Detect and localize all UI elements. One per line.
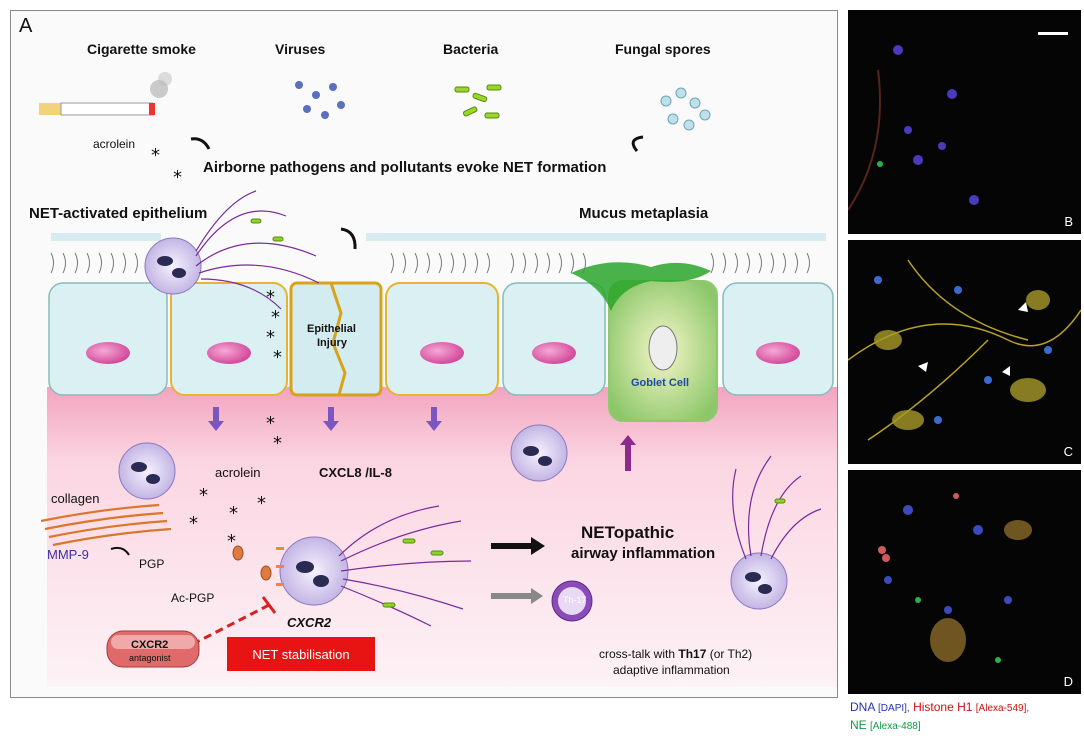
- svg-text:*: *: [266, 327, 275, 348]
- crosstalk-text-b: Th17: [678, 647, 707, 661]
- panel-label-a: A: [19, 15, 33, 37]
- label-netopathic-2: airway inflammation: [571, 545, 716, 562]
- micrograph-c: C: [848, 240, 1081, 464]
- stain-legend-line-2: NE [Alexa-488]: [850, 718, 921, 732]
- label-cxcr2-antagonist-name: CXCR2: [131, 639, 169, 651]
- secretion-arrows: [208, 407, 442, 431]
- label-net-activated-epithelium: NET-activated epithelium: [29, 205, 208, 222]
- epithelial-cells: [48, 262, 834, 422]
- label-epithelial-injury-2: Injury: [317, 337, 347, 349]
- svg-text:*: *: [189, 513, 198, 534]
- label-crosstalk-2: adaptive inflammation: [613, 663, 730, 677]
- stain-legend-line-1: DNA [DAPI], Histone H1 [Alexa-549],: [850, 700, 1029, 714]
- label-acrolein-top: acrolein: [93, 137, 136, 151]
- label-ac-pgp: Ac-PGP: [171, 591, 215, 605]
- svg-text:*: *: [273, 347, 282, 368]
- legend-dna: DNA: [850, 700, 875, 714]
- svg-text:*: *: [266, 413, 275, 434]
- label-net-stabilisation: NET stabilisation: [252, 646, 350, 662]
- label-netopathic-1: NETopathic: [581, 523, 675, 542]
- net-fibres: [195, 190, 822, 627]
- label-acrolein-mid: acrolein: [215, 465, 261, 480]
- virus-icons: [295, 81, 345, 119]
- label-th17-cell: Th-17: [563, 595, 587, 605]
- label-viruses: Viruses: [275, 41, 326, 57]
- bacteria-icons: [454, 84, 502, 119]
- cigarette-icon: [39, 72, 172, 116]
- label-cxcr2-receptor: CXCR2: [287, 615, 332, 630]
- collagen-fibres: [40, 503, 172, 547]
- crosstalk-text-c: (or Th2): [706, 647, 753, 661]
- legend-alexa549: [Alexa-549],: [975, 703, 1030, 714]
- label-goblet-cell: Goblet Cell: [631, 377, 690, 389]
- label-collagen: collagen: [51, 491, 100, 506]
- svg-text:*: *: [229, 503, 238, 524]
- svg-text:*: *: [173, 167, 182, 188]
- headline: Airborne pathogens and pollutants evoke …: [203, 159, 607, 176]
- label-crosstalk-1: cross-talk with Th17 (or Th2): [599, 647, 752, 661]
- micrograph-d-label: D: [1063, 674, 1073, 689]
- cilia: [50, 252, 810, 274]
- micrograph-d-image: [878, 493, 1032, 663]
- legend-histone: Histone H1: [913, 700, 973, 714]
- legend-dapi: [DAPI],: [878, 703, 910, 714]
- micrograph-c-label: C: [1063, 444, 1073, 459]
- micrograph-b-label: B: [1064, 214, 1073, 229]
- crosstalk-text-a: cross-talk with: [599, 647, 679, 661]
- net-diagram-artwork: ** ** ** ** ** ** *: [39, 72, 837, 687]
- micrograph-b: B: [848, 10, 1081, 234]
- label-epithelial-injury-1: Epithelial: [307, 323, 356, 335]
- label-pgp: PGP: [139, 557, 165, 571]
- label-mucus-metaplasia: Mucus metaplasia: [579, 205, 709, 222]
- net-stabilisation-box: NET stabilisation: [227, 637, 375, 671]
- label-fungal-spores: Fungal spores: [615, 41, 711, 57]
- neutrophils: [118, 237, 788, 610]
- micrograph-d: D: [848, 470, 1081, 694]
- label-cxcr2-antagonist-sub: antagonist: [129, 653, 171, 663]
- svg-text:*: *: [257, 493, 266, 514]
- panel-a-diagram: ** ** ** ** ** ** *: [10, 10, 838, 698]
- micrograph-b-image: [848, 32, 1068, 211]
- svg-text:*: *: [199, 485, 208, 506]
- legend-ne: NE: [850, 718, 867, 732]
- label-cigarette-smoke: Cigarette smoke: [87, 41, 196, 57]
- micrograph-c-image: [848, 259, 1081, 441]
- svg-text:*: *: [273, 433, 282, 454]
- arrow-icon: [190, 137, 211, 150]
- legend-alexa488: [Alexa-488]: [870, 721, 921, 732]
- svg-text:*: *: [227, 531, 236, 552]
- fungal-spore-icons: [660, 87, 711, 131]
- label-bacteria: Bacteria: [443, 41, 499, 57]
- svg-text:*: *: [151, 145, 160, 166]
- svg-text:*: *: [266, 287, 275, 308]
- label-mmp9: MMP-9: [47, 547, 89, 562]
- svg-text:*: *: [271, 307, 280, 328]
- label-cxcl8: CXCL8 /IL-8: [319, 465, 392, 480]
